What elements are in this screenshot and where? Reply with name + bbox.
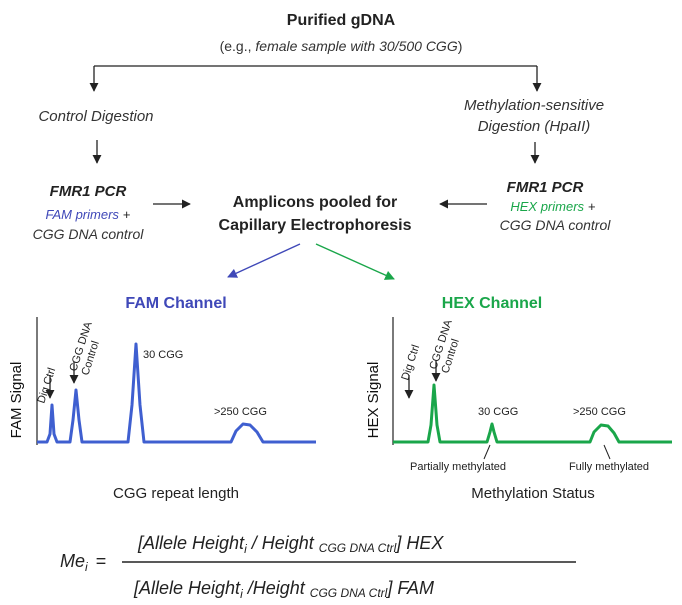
num-part2: / Height	[247, 533, 319, 553]
subtitle-italic: female sample with 30/500 CGG	[255, 38, 457, 54]
header-title: Purified gDNA	[287, 12, 396, 29]
hex-channel-title: HEX Channel	[442, 295, 542, 312]
header-subtitle: (e.g., female sample with 30/500 CGG)	[220, 38, 463, 54]
pooled-line1: Amplicons pooled for	[233, 194, 397, 211]
right-cgg-control: CGG DNA control	[500, 217, 612, 233]
partially-leader	[483, 444, 491, 460]
hex-dig-ctrl-label: Dig Ctrl	[399, 343, 422, 382]
fam-250cgg-label: >250 CGG	[214, 406, 267, 418]
equals-sign: =	[96, 551, 107, 571]
num-part3: ] HEX	[394, 533, 444, 553]
to-hex-arrow	[315, 243, 395, 280]
equation-lhs: Mei =	[60, 551, 106, 574]
fam-30cgg-label: 30 CGG	[143, 349, 183, 361]
hex-30cgg-label: 30 CGG	[478, 406, 518, 418]
hex-trace	[393, 383, 672, 444]
fam-primers-label: FAM primers	[45, 207, 119, 222]
left-cgg-control: CGG DNA control	[33, 226, 145, 242]
num-sub1: i	[244, 542, 247, 556]
subtitle-suffix: )	[458, 38, 463, 54]
left-primers-line: FAM primers +	[45, 207, 130, 222]
methylation-step-line1: Methylation-sensitive	[464, 97, 604, 114]
partially-methylated-label: Partially methylated	[410, 461, 506, 473]
fam-caption: CGG repeat length	[113, 485, 239, 502]
num-part1: [Allele Height	[137, 533, 245, 553]
left-plus: +	[123, 207, 131, 222]
left-pcr-title: FMR1 PCR	[50, 183, 127, 200]
lhs-sub: i	[85, 560, 88, 574]
den-sub1: i	[240, 587, 243, 601]
fully-methylated-label: Fully methylated	[569, 461, 649, 473]
fam-y-label: FAM Signal	[8, 362, 25, 439]
den-part2: /Height	[243, 578, 310, 598]
lhs-me: Me	[60, 551, 85, 571]
right-plus: +	[588, 199, 596, 214]
fam-channel-title: FAM Channel	[125, 295, 226, 312]
right-primers-line: HEX primers +	[510, 199, 595, 214]
methylation-step-line2: Digestion (HpaII)	[478, 118, 591, 135]
den-sub2: CGG DNA Ctrl	[310, 586, 388, 600]
hex-primers-label: HEX primers	[510, 199, 584, 214]
den-part3: ] FAM	[385, 578, 434, 598]
subtitle-prefix: (e.g.,	[220, 38, 256, 54]
hex-250cgg-label: >250 CGG	[573, 406, 626, 418]
num-sub2: CGG DNA Ctrl	[319, 541, 397, 555]
den-part1: [Allele Height	[133, 578, 241, 598]
pooled-line2: Capillary Electrophoresis	[219, 217, 412, 234]
methylation-equation: Mei= [Allele Heighti / Height CGG DNA Ct…	[60, 533, 576, 601]
fully-leader	[603, 444, 611, 460]
denominator: [Allele Heighti /Height CGG DNA Ctrl] FA…	[133, 578, 434, 601]
numerator: [Allele Heighti / Height CGG DNA Ctrl] H…	[137, 533, 444, 556]
hex-y-label: HEX Signal	[365, 362, 382, 439]
split-connector	[89, 65, 542, 92]
right-pcr-title: FMR1 PCR	[507, 179, 584, 196]
fam-trace	[37, 342, 316, 444]
fam-dig-ctrl-label: Dig Ctrl	[35, 366, 58, 405]
hex-caption: Methylation Status	[471, 485, 594, 502]
to-fam-arrow	[227, 243, 301, 278]
control-digestion-label: Control Digestion	[38, 108, 153, 125]
